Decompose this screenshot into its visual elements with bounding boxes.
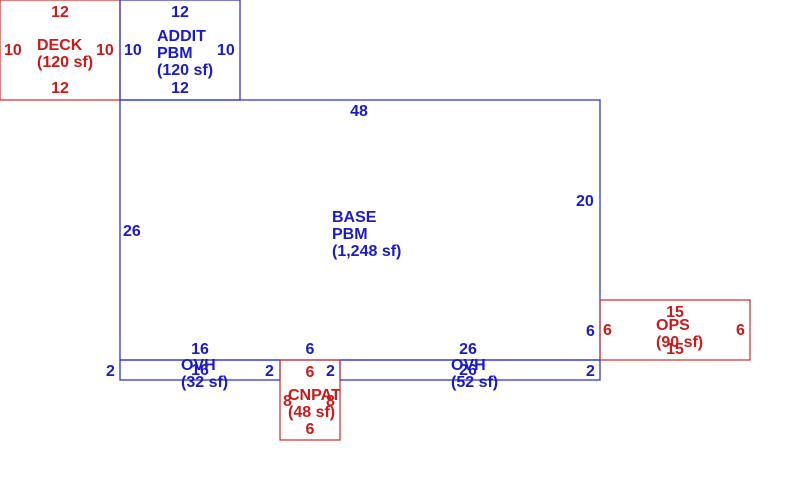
ops-area: (90 sf) <box>656 334 703 351</box>
ovh2-label: OVH <box>451 357 486 374</box>
ops-top-dim: 15 <box>666 304 684 321</box>
ovh1-area: (32 sf) <box>181 374 228 391</box>
addit-right-dim: 10 <box>217 42 235 59</box>
base-area: (1,248 sf) <box>332 243 401 260</box>
ovh2-top-dim: 26 <box>459 341 477 358</box>
cnpat-top-dim: 6 <box>306 364 315 381</box>
ovh1-right-dim: 2 <box>265 363 274 380</box>
deck-top-dim: 12 <box>51 4 69 21</box>
ovh1-bottom-dim: 16 <box>191 362 209 379</box>
cnpat-top-blue-dim: 6 <box>306 341 315 358</box>
addit-label-2: PBM <box>157 45 193 62</box>
ops-label: OPS <box>656 317 690 334</box>
addit-top-dim: 12 <box>171 4 189 21</box>
addit-area: (120 sf) <box>157 62 213 79</box>
deck-bottom-dim: 12 <box>51 80 69 97</box>
deck-area: (120 sf) <box>37 54 93 71</box>
ops-outline <box>599 299 751 361</box>
base-top-dim: 48 <box>350 103 368 120</box>
base-right-lower-dim: 6 <box>586 323 595 340</box>
ovh1-label: OVH <box>181 357 216 374</box>
ovh2-area: (52 sf) <box>451 374 498 391</box>
base-left-dim: 26 <box>123 223 141 240</box>
cnpat-bottom-dim: 6 <box>306 421 315 438</box>
deck-right-dim: 10 <box>96 42 114 59</box>
cnpat-label: CNPAT <box>288 387 341 404</box>
cnpat-left-dim: 8 <box>283 393 292 410</box>
deck-left-dim: 10 <box>4 42 22 59</box>
deck-label: DECK <box>37 37 83 54</box>
ops-right-dim: 6 <box>736 322 745 339</box>
addit-label-1: ADDIT <box>157 28 206 45</box>
ovh1-top-dim: 16 <box>191 341 209 358</box>
base-label-1: BASE <box>332 209 377 226</box>
cnpat-right-dim: 8 <box>326 393 335 410</box>
ovh2-right-dim: 2 <box>586 363 595 380</box>
ops-left-dim: 6 <box>603 322 612 339</box>
ops-bottom-dim: 15 <box>666 341 684 358</box>
ovh1-left-dim: 2 <box>106 363 115 380</box>
addit-bottom-dim: 12 <box>171 80 189 97</box>
base-right-dim: 20 <box>576 193 594 210</box>
cnpat-outline <box>279 359 341 441</box>
addit-left-dim: 10 <box>124 42 142 59</box>
cnpat-area: (48 sf) <box>288 404 335 421</box>
ovh2-left-dim: 2 <box>326 363 335 380</box>
ovh2-bottom-dim: 26 <box>459 362 477 379</box>
base-label-2: PBM <box>332 226 368 243</box>
